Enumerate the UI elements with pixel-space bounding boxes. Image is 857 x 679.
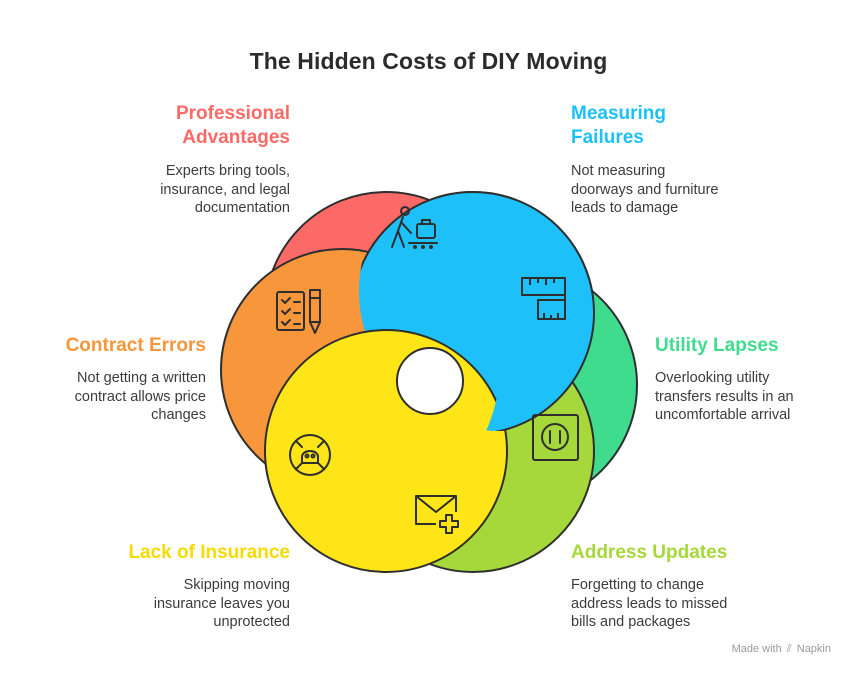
heading-utility-line1: Utility Lapses [655,335,779,356]
mail-plus-icon [415,495,459,534]
desc-utility-line3: uncomfortable arrival [655,407,791,423]
heading-professional-line2: Advantages [182,127,290,148]
heading-utility: Utility Lapses [655,334,779,358]
heading-contract-line1: Contract Errors [65,335,206,356]
desc-insurance-line1: Skipping moving [183,577,290,593]
desc-contract-line3: changes [151,407,206,423]
heading-insurance-line1: Lack of Insurance [128,542,290,563]
heading-address-line1: Address Updates [571,542,728,563]
heading-address: Address Updates [571,541,727,565]
desc-contract-line1: Not getting a written [77,370,206,386]
power-outlet-icon [532,414,579,461]
heading-professional-line1: Professional [175,103,290,124]
desc-address: Forgetting to change address leads to mi… [571,576,727,632]
desc-professional-line2: insurance, and legal [160,181,290,198]
brand-prefix: Made with [731,643,782,655]
desc-professional: Experts bring tools, insurance, and lega… [160,162,290,218]
heading-measuring: Measuring Failures [571,102,666,150]
desc-address-line2: address leads to missed [571,595,728,612]
brand-name: Napkin [796,643,831,655]
worker-luggage-icon [391,206,438,249]
desc-utility-line2: transfers results in an [655,388,794,405]
heading-measuring-line1: Measuring [571,103,667,124]
desc-professional-line1: Experts bring tools, [165,163,290,179]
desc-insurance-line2: insurance leaves you [153,595,290,612]
desc-address-line3: bills and packages [571,614,691,630]
desc-insurance: Skipping moving insurance leaves you unp… [154,576,290,632]
checklist-pen-icon [276,289,321,334]
desc-measuring-line2: doorways and furniture [571,181,719,198]
desc-measuring-line3: leads to damage [571,200,679,216]
desc-contract-line2: contract allows price [74,388,206,405]
heading-measuring-line2: Failures [571,127,644,148]
heading-professional: Professional Advantages [176,102,290,150]
desc-contract: Not getting a written contract allows pr… [75,369,206,425]
measuring-tape-icon [521,277,566,320]
desc-measuring: Not measuring doorways and furniture lea… [571,162,719,218]
desc-professional-line3: documentation [194,200,290,216]
skull-danger-icon [289,434,331,476]
desc-utility-line1: Overlooking utility [655,370,770,386]
napkin-watermark[interactable]: Made with ⫽ Napkin [732,643,831,656]
desc-measuring-line1: Not measuring [571,163,666,179]
desc-insurance-line3: unprotected [213,614,290,630]
heading-contract: Contract Errors [66,334,206,358]
napkin-logo-icon: ⫽ [786,643,792,655]
desc-address-line1: Forgetting to change [571,577,705,593]
center-hole [396,347,464,415]
heading-insurance: Lack of Insurance [128,541,290,565]
desc-utility: Overlooking utility transfers results in… [655,369,794,425]
page-title: The Hidden Costs of DIY Moving [249,48,608,74]
